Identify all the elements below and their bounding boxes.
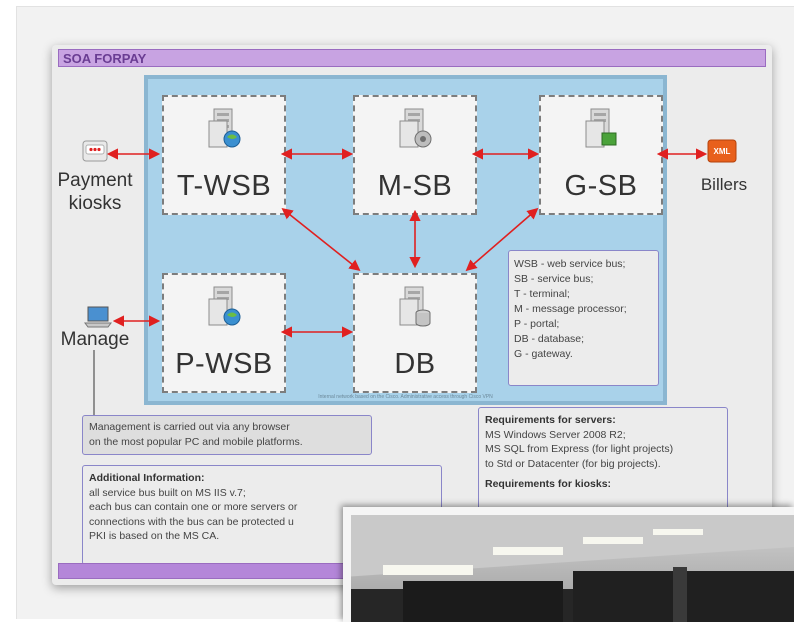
additional-information-box: Additional Information: all service bus … <box>82 465 442 565</box>
legend-item: T - terminal; <box>514 288 570 300</box>
node-g-sb: G-SB <box>539 95 663 215</box>
node-p-wsb: P-WSB <box>162 273 286 393</box>
node-m-sb-label: M-SB <box>377 170 453 202</box>
node-t-wsb: T-WSB <box>162 95 286 215</box>
node-t-wsb-label: T-WSB <box>176 170 272 202</box>
node-m-sb: M-SB <box>353 95 477 215</box>
datacenter-photo <box>343 507 794 622</box>
node-g-sb-label: G-SB <box>564 170 638 202</box>
architecture-slide: SOA FORPAY T-WSB M- <box>52 45 772 585</box>
legend-item: M - message processor; <box>514 303 627 315</box>
node-p-wsb-label: P-WSB <box>175 348 273 380</box>
additional-information-heading: Additional Information: <box>89 472 205 484</box>
payment-kiosks-label: Payment kiosks <box>57 170 133 214</box>
abbreviation-legend: WSB - web service bus; SB - service bus;… <box>508 250 659 386</box>
legend-item: WSB - web service bus; <box>514 258 626 270</box>
servers-requirements-heading: Requirements for servers: <box>485 414 616 426</box>
server-globe-icon <box>208 286 241 326</box>
network-caption: Internal network based on the Cisco. Adm… <box>318 394 493 400</box>
kiosks-requirements-heading: Requirements for kiosks: <box>485 478 612 490</box>
legend-item: SB - service bus; <box>514 273 594 285</box>
datacenter-photo-image <box>343 507 794 622</box>
billers-label: Billers <box>700 175 748 194</box>
management-note: Management is carried out via any browse… <box>82 415 372 455</box>
manage-label: Manage <box>60 329 130 350</box>
xml-billers-icon: XML <box>707 139 737 163</box>
payment-kiosk-icon <box>82 140 108 162</box>
slide-title: SOA FORPAY <box>58 49 766 67</box>
node-db: DB <box>353 273 477 393</box>
server-gear-icon <box>399 108 432 148</box>
laptop-manage-icon <box>84 306 112 328</box>
legend-item: P - portal; <box>514 318 560 330</box>
legend-item: DB - database; <box>514 333 585 345</box>
database-server-icon <box>399 286 431 327</box>
server-globe-icon <box>208 108 241 148</box>
xml-badge-text: XML <box>714 147 731 156</box>
server-gateway-icon <box>585 108 617 148</box>
node-db-label: DB <box>394 348 436 380</box>
legend-item: G - gateway. <box>514 348 573 360</box>
